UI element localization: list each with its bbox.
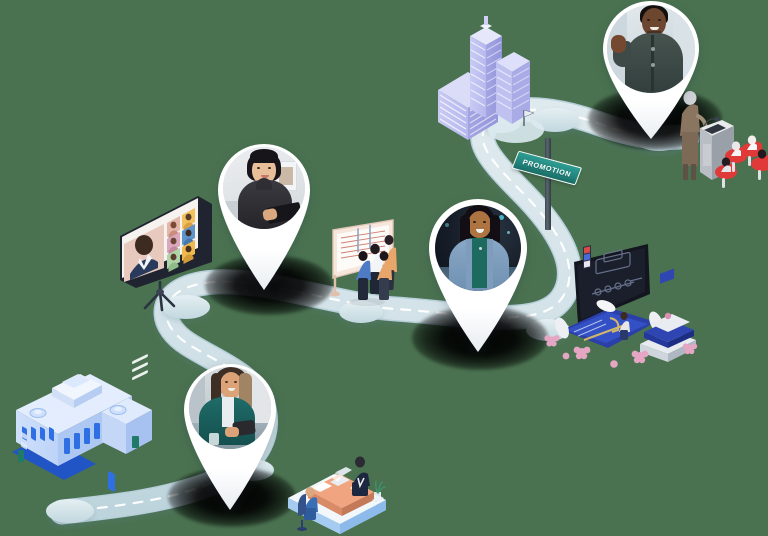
person-attendee-2 [356,251,371,300]
person-interviewer [352,456,370,496]
sign-post [545,138,551,230]
participant-tiles [167,208,195,272]
person-attendee-3 [377,251,392,300]
blueprint-sheet [555,300,663,348]
scene-video-conference [112,192,224,312]
person-candidate [297,487,318,531]
portrait-woman-tablet [223,147,305,229]
map-pin-manager[interactable] [178,352,282,512]
portrait-man-shirt [607,5,695,93]
scene-city-skyscrapers [424,14,544,143]
scene-podium-audience [668,84,768,196]
cad-monitor [574,244,650,324]
roof-vent-icon [29,405,127,418]
midrise-building [496,52,530,124]
scene-campus-building [8,354,156,492]
laptop-icon [330,467,352,486]
scene-engineering-blueprint [544,244,704,372]
flower-decorations [544,312,698,368]
pin-photo-executive [607,5,695,93]
promotion-street-sign[interactable]: PROMOTION [511,130,595,234]
map-pin-engineer[interactable] [423,188,533,354]
audience-row [715,135,768,188]
person-attendee-1 [368,243,383,294]
microphone-icon [703,116,720,127]
scene-office-interview [282,452,392,536]
portrait-woman-teal-blazer [189,367,271,449]
pin-photo-engineer [435,205,521,291]
flag-icon [523,109,535,126]
blueprint-figure [619,312,630,340]
map-pin-designer[interactable] [212,132,316,292]
pin-photo-designer [223,147,305,229]
plant-icon [372,480,386,502]
tripod-stand [143,280,176,312]
pin-photo-manager [189,367,271,449]
speaker-avatar [130,235,158,280]
map-pin-executive[interactable] [596,0,706,140]
portrait-woman-denim [435,205,521,291]
scene-whiteboard-training [327,216,427,308]
